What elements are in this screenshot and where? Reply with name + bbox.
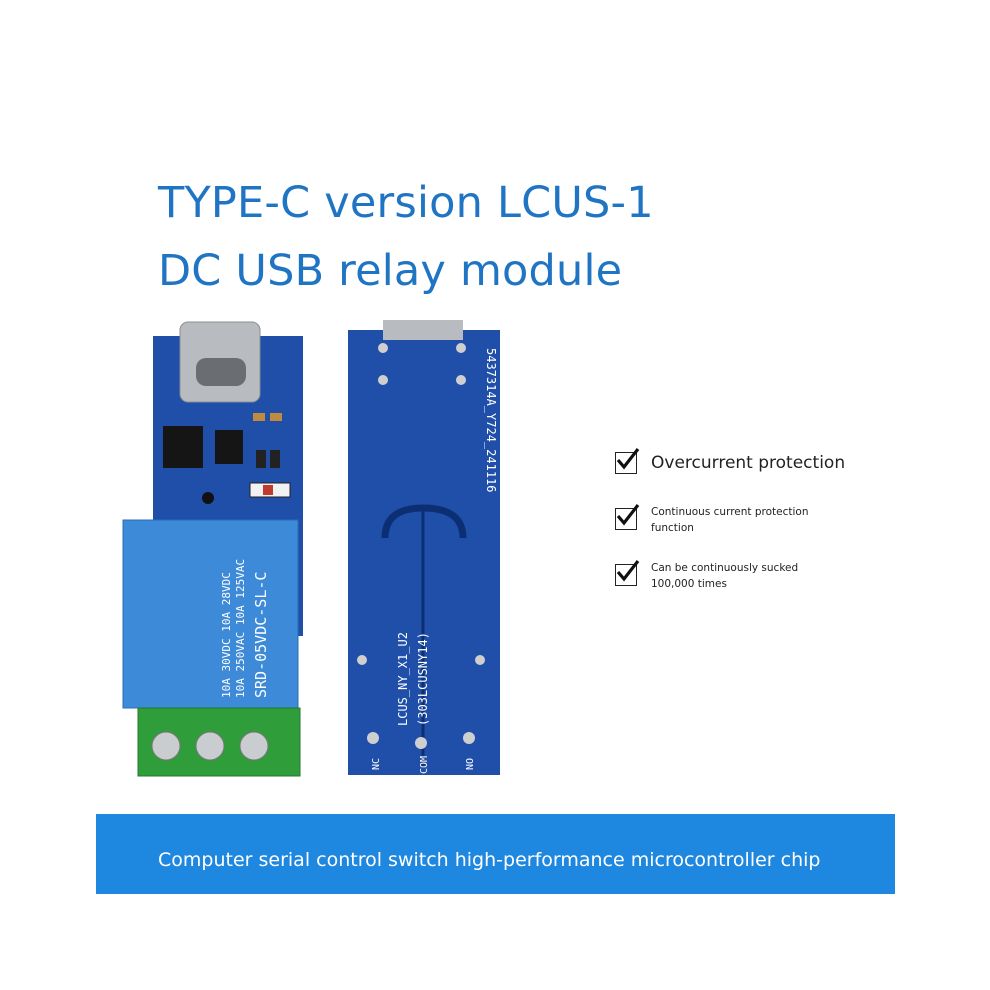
bottom-banner — [96, 814, 895, 894]
feature-text: Continuous current protection function — [651, 506, 809, 534]
banner-text: Computer serial control switch high-perf… — [158, 849, 821, 871]
terminal-no: NO — [465, 758, 476, 770]
feature-text: Can be continuously sucked 100,000 times — [651, 562, 799, 590]
feature-item: Continuous current protection function — [615, 504, 841, 536]
checkbox-icon — [615, 448, 640, 474]
feature-text: Overcurrent protection — [651, 453, 846, 473]
relay-label: SRD-05VDC-SL-C — [252, 572, 270, 698]
title-line-1: TYPE-C version LCUS-1 — [158, 178, 654, 228]
board-code: 5437314A_Y724_241116 — [484, 348, 498, 493]
title-line-2: DC USB relay module — [158, 246, 623, 296]
checkbox-icon — [615, 504, 640, 530]
board-label-2: (303LCUSNY14) — [416, 632, 430, 726]
terminal-com: COM — [419, 756, 430, 774]
feature-item: Overcurrent protection — [615, 448, 846, 474]
relay-rating-1: 10A 250VAC 10A 125VAC — [234, 559, 247, 698]
terminal-nc: NC — [371, 758, 382, 770]
relay-rating-2: 10A 30VDC 10A 28VDC — [220, 572, 233, 698]
feature-item: Can be continuously sucked 100,000 times — [615, 560, 841, 592]
checkbox-icon — [615, 560, 640, 586]
board-label-1: LCUS_NY_X1_U2 — [396, 632, 410, 726]
front-board-image: SRD-05VDC-SL-C 10A 250VAC 10A 125VAC 10A… — [122, 321, 303, 777]
back-board-image: 5437314A_Y724_241116 LCUS_NY_X1_U2 (303L… — [348, 320, 500, 775]
